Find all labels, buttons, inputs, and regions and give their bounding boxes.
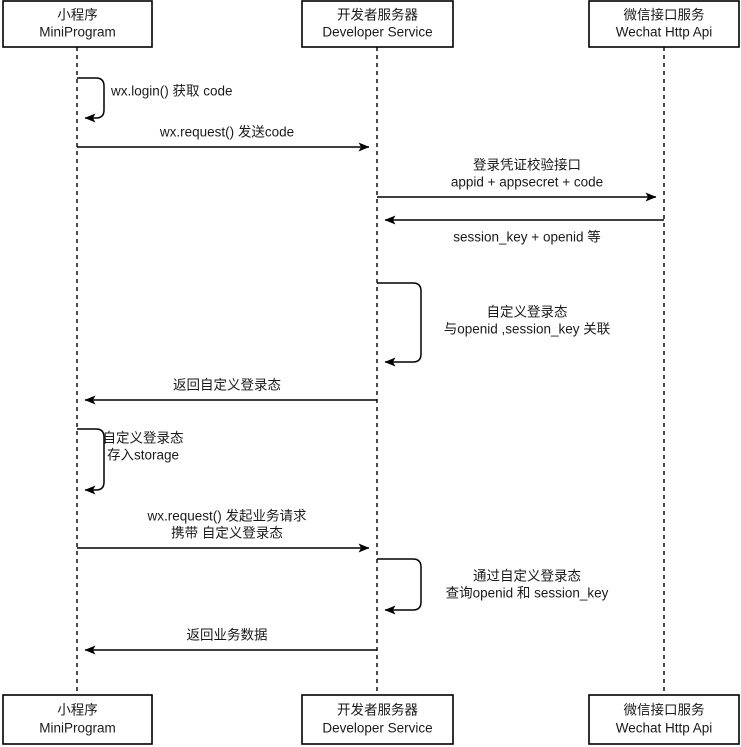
actor-header-miniprogram[interactable]: 小程序 MiniProgram	[2, 0, 153, 48]
message-m2-label-line1: wx.request() 发送code	[159, 125, 294, 140]
message-m5-label-line1: 自定义登录态	[487, 305, 568, 320]
actor-header-miniprogram-en: MiniProgram	[39, 25, 116, 40]
message-m8[interactable]: wx.request() 发起业务请求 携带 自定义登录态	[77, 509, 370, 553]
message-m10[interactable]: 返回业务数据	[84, 628, 377, 655]
message-m6[interactable]: 返回自定义登录态	[84, 378, 377, 405]
actor-header-wechat-http-api[interactable]: 微信接口服务 Wechat Http Api	[588, 0, 740, 48]
actor-header-miniprogram-cn: 小程序	[57, 8, 98, 23]
message-m1[interactable]: wx.login() 获取 code	[77, 77, 233, 123]
lifelines	[76, 47, 665, 694]
actor-footer-miniprogram-cn: 小程序	[57, 703, 98, 718]
message-m5-label-line2: 与openid ,session_key 关联	[444, 322, 611, 337]
actor-footer-developer-service[interactable]: 开发者服务器 Developer Service	[301, 694, 454, 745]
actor-header-wechat-http-api-en: Wechat Http Api	[616, 25, 713, 40]
message-m9-label-line2: 查询openid 和 session_key	[446, 586, 609, 601]
message-m8-label-line1: wx.request() 发起业务请求	[146, 509, 307, 524]
message-m6-label-line1: 返回自定义登录态	[173, 378, 281, 393]
message-m7-label-line1: 自定义登录态	[103, 431, 184, 446]
message-m9[interactable]: 通过自定义登录态 查询openid 和 session_key	[377, 558, 609, 615]
message-m9-label-line1: 通过自定义登录态	[473, 569, 581, 584]
actor-footer-developer-service-en: Developer Service	[322, 721, 432, 736]
actor-footer-wechat-http-api[interactable]: 微信接口服务 Wechat Http Api	[588, 694, 740, 745]
message-m5[interactable]: 自定义登录态 与openid ,session_key 关联	[377, 282, 611, 367]
actor-header-wechat-http-api-cn: 微信接口服务	[624, 7, 705, 23]
actor-footer-wechat-http-api-cn: 微信接口服务	[624, 702, 705, 718]
message-m3[interactable]: 登录凭证校验接口 appid + appsecret + code	[377, 157, 657, 202]
message-m7[interactable]: 自定义登录态 存入storage	[77, 428, 184, 495]
message-m3-label-line2: appid + appsecret + code	[451, 175, 603, 190]
message-m2[interactable]: wx.request() 发送code	[77, 125, 370, 152]
message-m4-label-line1: session_key + openid 等	[453, 229, 600, 245]
actor-header-developer-service-cn: 开发者服务器	[337, 8, 418, 23]
actor-footer-developer-service-cn: 开发者服务器	[337, 703, 418, 718]
actor-footer-wechat-http-api-en: Wechat Http Api	[616, 721, 713, 736]
message-m4[interactable]: session_key + openid 等	[384, 215, 664, 245]
actor-footer-miniprogram[interactable]: 小程序 MiniProgram	[2, 694, 153, 745]
message-m1-label-line1: wx.login() 获取 code	[110, 84, 233, 99]
message-m3-label-line1: 登录凭证校验接口	[473, 157, 581, 173]
actor-footer-miniprogram-en: MiniProgram	[39, 721, 116, 736]
message-m7-label-line2: 存入storage	[107, 448, 179, 463]
actor-header-developer-service[interactable]: 开发者服务器 Developer Service	[301, 0, 454, 48]
message-m10-label-line1: 返回业务数据	[187, 628, 268, 643]
message-m8-label-line2: 携带 自定义登录态	[171, 526, 283, 541]
actor-header-developer-service-en: Developer Service	[322, 25, 432, 40]
